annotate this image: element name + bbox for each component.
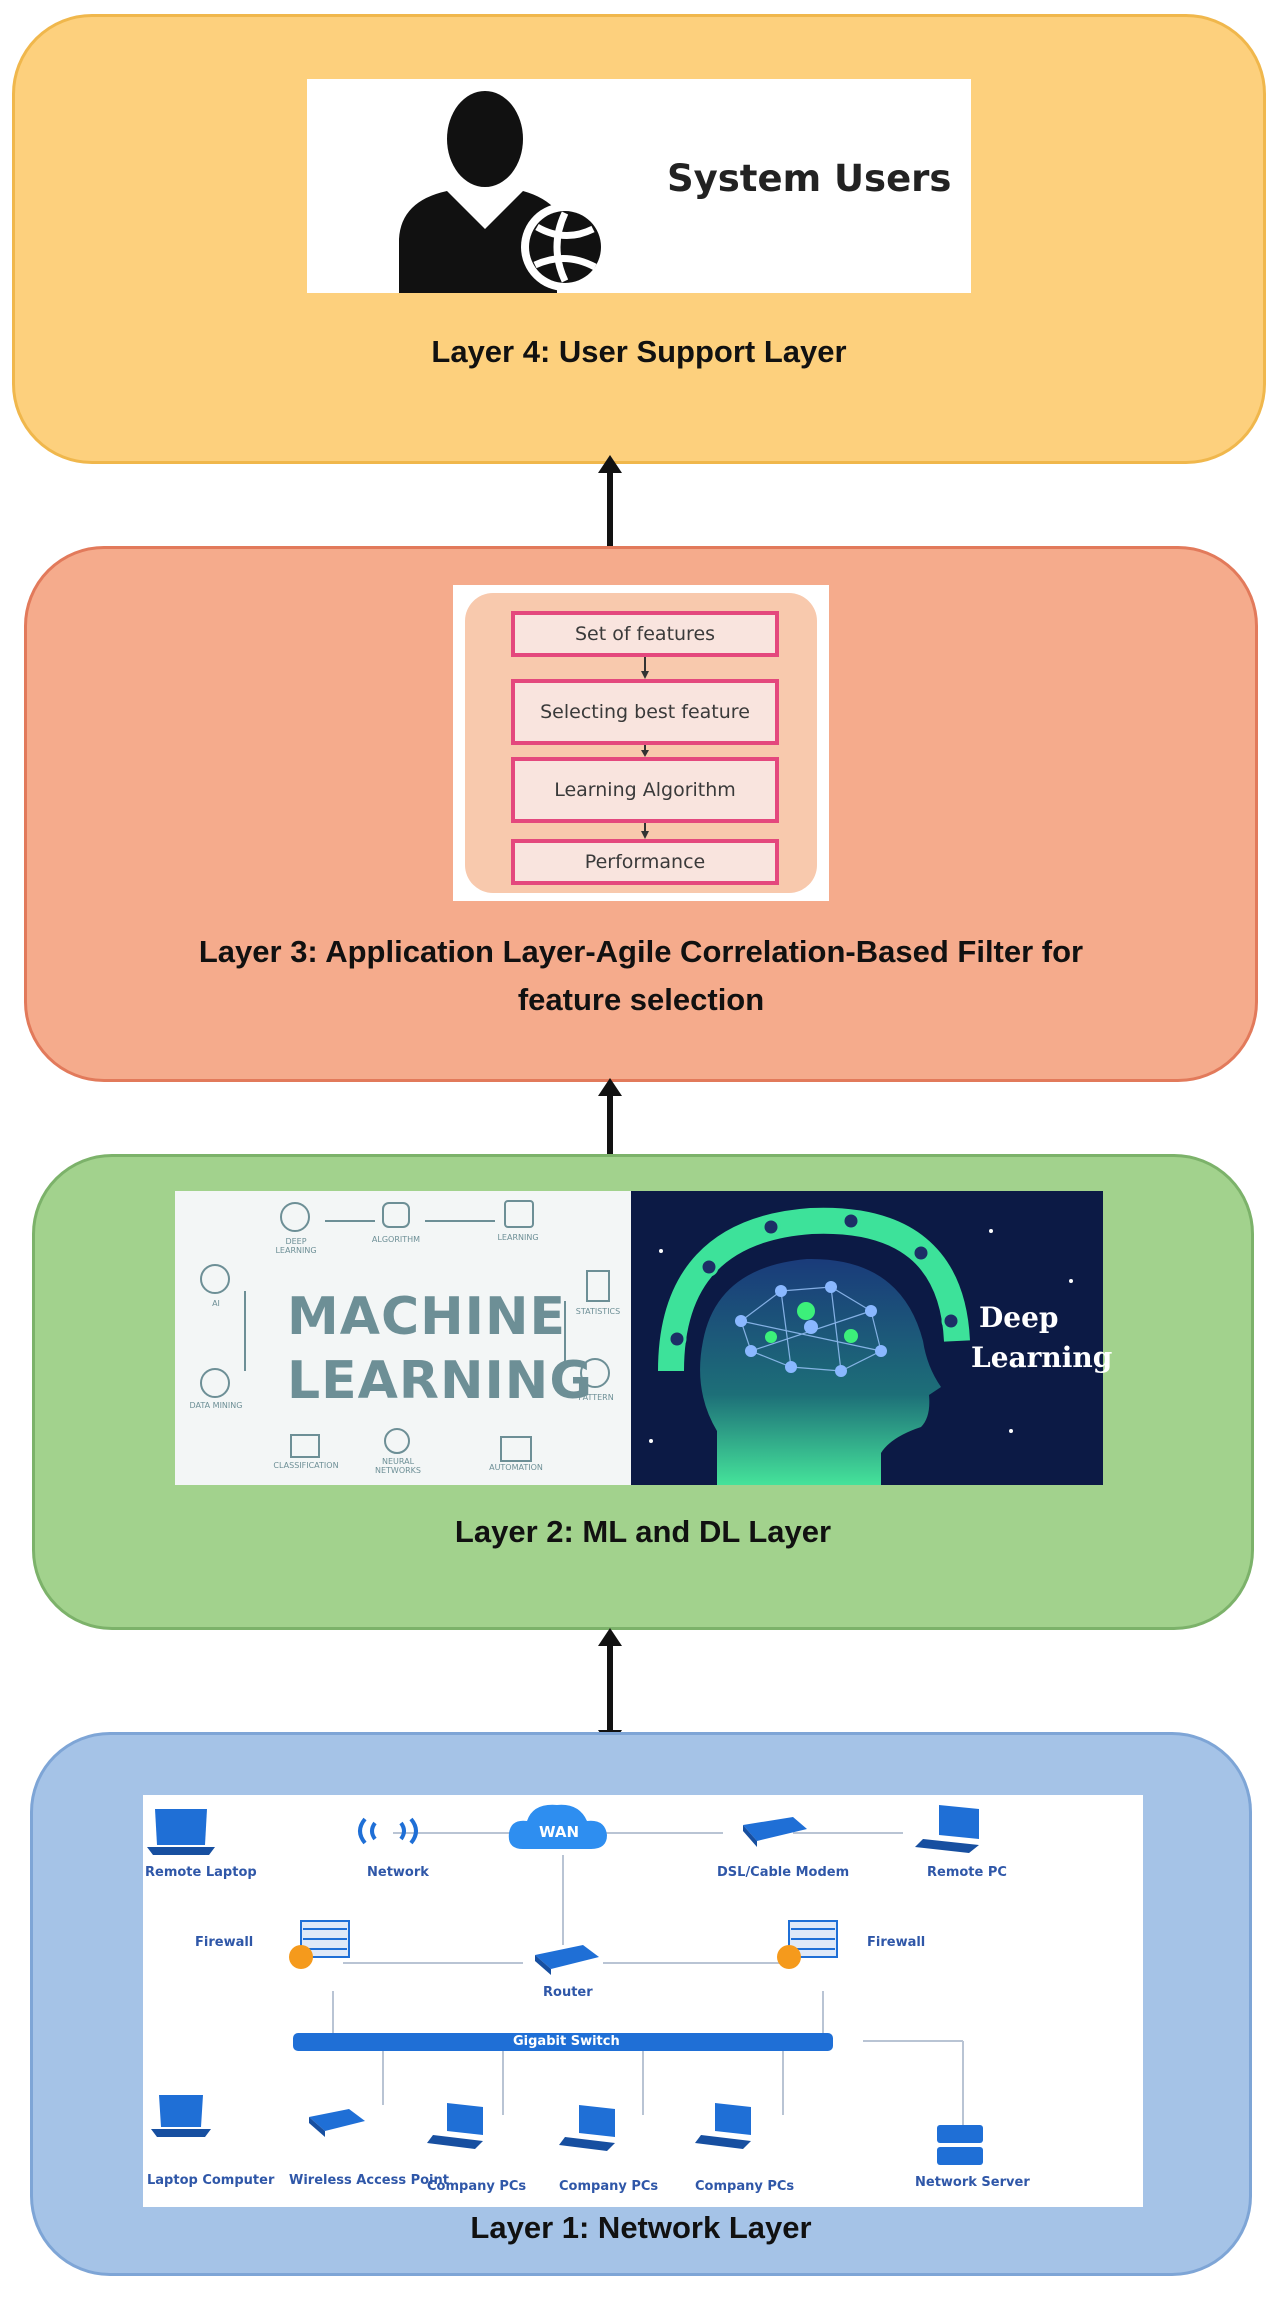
ml-word-machine: MACHINE <box>287 1287 567 1347</box>
label-network: Network <box>367 1865 429 1880</box>
ml-topic-statistics: STATISTICS <box>575 1307 621 1316</box>
label-router: Router <box>543 1985 593 2000</box>
layer-1-box: WAN Gigabit Switch Remote Laptop Network… <box>30 1732 1252 2276</box>
label-dsl-cable-modem: DSL/Cable Modem <box>717 1865 850 1880</box>
label-company-pcs-1: Company PCs <box>427 2179 527 2194</box>
ml-topic-data-mining: DATA MINING <box>189 1401 243 1410</box>
system-users-label: System Users <box>667 157 952 200</box>
flow-step-set-of-features: Set of features <box>511 611 779 657</box>
layer-3-box: Set of features Selecting best feature L… <box>24 546 1258 1082</box>
flow-step-selecting-best-feature: Selecting best feature <box>511 679 779 745</box>
flow-step-learning-algorithm: Learning Algorithm <box>511 757 779 823</box>
layer-2-title: Layer 2: ML and DL Layer <box>454 1514 832 1549</box>
label-firewall-right: Firewall <box>867 1935 926 1950</box>
dl-word-learning: Learning <box>971 1341 1113 1374</box>
label-remote-laptop: Remote Laptop <box>145 1865 257 1880</box>
ml-topic-algorithm: ALGORITHM <box>371 1235 421 1244</box>
ml-word-learning: LEARNING <box>287 1351 594 1411</box>
flow-step-performance: Performance <box>511 839 779 885</box>
label-company-pcs-3: Company PCs <box>695 2179 795 2194</box>
deep-learning-panel: Deep Learning <box>631 1191 1112 1485</box>
network-connections <box>147 1804 983 2165</box>
label-firewall-left: Firewall <box>195 1935 254 1950</box>
brain-head-icon <box>649 1207 1073 1485</box>
layer-3-title-line1: Layer 3: Application Layer-Agile Correla… <box>198 934 1084 969</box>
ml-topic-neural-networks: NEURAL NETWORKS <box>374 1457 421 1475</box>
label-network-server: Network Server <box>915 2175 1030 2190</box>
label-wireless-access-point: Wireless Access Point <box>289 2173 449 2188</box>
label-remote-pc: Remote PC <box>927 1865 1007 1880</box>
user-icon <box>399 91 609 293</box>
ml-topic-pattern: PATTERN <box>578 1393 614 1402</box>
label-company-pcs-2: Company PCs <box>559 2179 659 2194</box>
arrow-layer2-layer1 <box>598 1628 622 1748</box>
dl-word-deep: Deep <box>979 1301 1059 1334</box>
ml-topic-ai: AI <box>212 1299 220 1308</box>
machine-learning-panel: DEEP LEARNING ALGORITHM LEARNING AI STAT… <box>175 1191 631 1485</box>
layer-3-title-line2: feature selection <box>517 982 765 1017</box>
ml-topic-automation: AUTOMATION <box>489 1463 543 1472</box>
gigabit-switch-label: Gigabit Switch <box>513 2034 620 2049</box>
system-users-panel: System Users <box>307 79 971 293</box>
wan-cloud-label: WAN <box>539 1823 580 1841</box>
ml-topic-icons <box>200 1200 610 1462</box>
flow-arrows <box>641 657 649 839</box>
ml-topic-learning: LEARNING <box>497 1233 539 1242</box>
feature-selection-flow-panel: Set of features Selecting best feature L… <box>453 585 829 901</box>
layer-4-title: Layer 4: User Support Layer <box>431 334 847 369</box>
ml-topic-classification: CLASSIFICATION <box>273 1461 339 1470</box>
label-laptop-computer: Laptop Computer <box>147 2173 275 2188</box>
layer-2-box: DEEP LEARNING ALGORITHM LEARNING AI STAT… <box>32 1154 1254 1630</box>
layer-1-title: Layer 1: Network Layer <box>470 2210 812 2245</box>
network-diagram-panel: WAN Gigabit Switch Remote Laptop Network… <box>143 1795 1143 2207</box>
layer-4-box: System Users Layer 4: User Support Layer <box>12 14 1266 464</box>
ml-topic-deep-learning: DEEP LEARNING <box>275 1237 317 1255</box>
